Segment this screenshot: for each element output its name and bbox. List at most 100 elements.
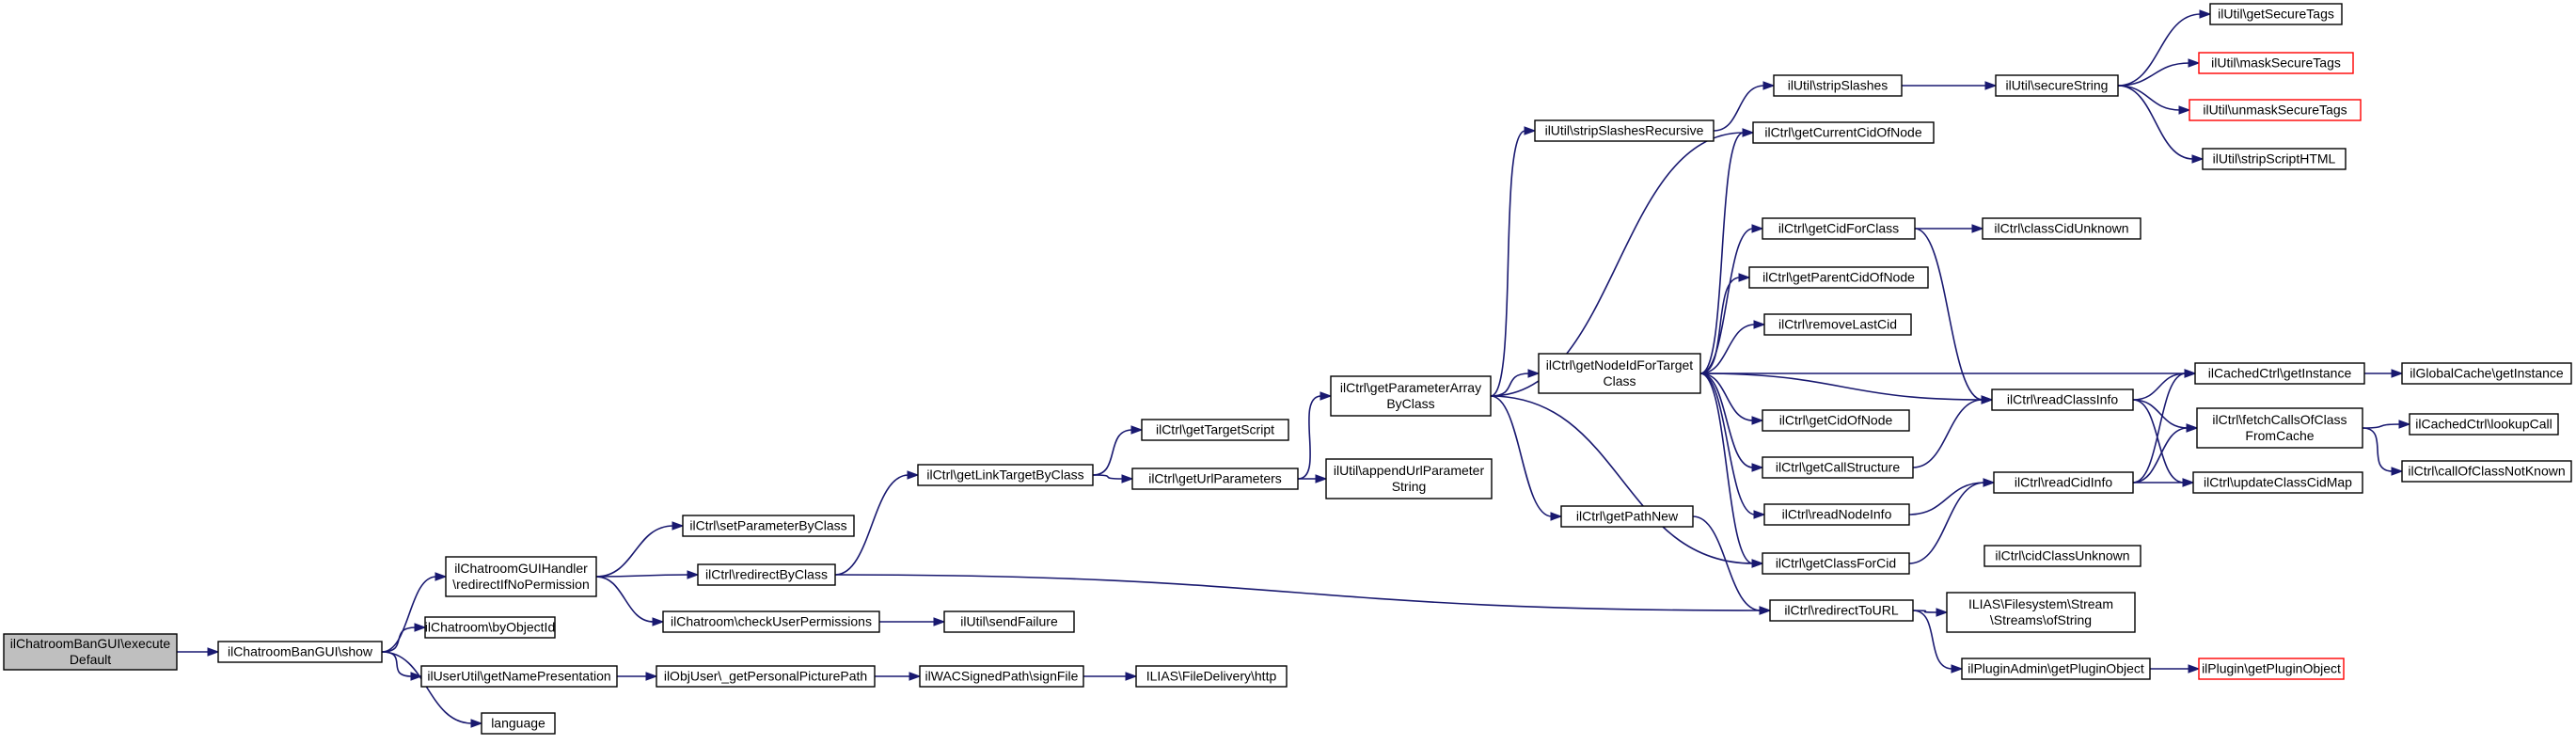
node-ilctrl-cidclassunknown[interactable]: ilCtrl\cidClassUnknown <box>1983 545 2141 567</box>
node-label: ilUtil\sendFailure <box>960 614 1058 629</box>
node-box <box>2401 362 2572 385</box>
node-ilutil-stripslashesrecursive[interactable]: ilUtil\stripSlashesRecursive <box>1534 119 1715 142</box>
node-ilctrl-getpathnew[interactable]: ilCtrl\getPathNew <box>1560 505 1694 528</box>
edge-arrowhead <box>2391 467 2404 476</box>
edge-n16-n20 <box>1490 395 1563 521</box>
edge-arrowhead <box>470 719 483 728</box>
edge-arrowhead <box>672 521 685 531</box>
edge-line <box>2117 85 2181 111</box>
edge-line <box>1912 399 1983 468</box>
edge-line <box>2117 62 2190 87</box>
node-box <box>1330 375 1492 417</box>
edge-arrowhead <box>2391 369 2404 378</box>
node-ilutil-securestring[interactable]: ilUtil\secureString <box>1995 74 2119 97</box>
edge-line <box>595 576 655 623</box>
node-ilctrl-getcidofnode[interactable]: ilCtrl\getCidOfNode <box>1762 409 1910 432</box>
edge-n31-n38 <box>2117 9 2212 87</box>
edge-line <box>1914 228 1983 401</box>
node-ilctrl-getcurrentcidofnode[interactable]: ilCtrl\getCurrentCidOfNode <box>1752 121 1935 144</box>
node-ilctrl-getcallstructure[interactable]: ilCtrl\getCallStructure <box>1762 456 1914 479</box>
node-ilcachedctrl-lookupcall[interactable]: ilCachedCtrl\lookupCall <box>2409 413 2559 436</box>
node-ilchatroom-checkuserpermissions[interactable]: ilChatroom\checkUserPermissions <box>662 610 880 633</box>
node-ilplugin-getpluginobject[interactable]: ilPlugin\getPluginObject <box>2198 658 2345 680</box>
edge-arrowhead <box>1984 81 1998 90</box>
edge-line <box>381 626 417 653</box>
node-ilctrl-getlinktargetbyclass[interactable]: ilCtrl\getLinkTargetByClass <box>917 464 1094 486</box>
edge-n42-n46 <box>2364 369 2404 378</box>
edge-arrowhead <box>1751 559 1764 568</box>
node-label: ilCtrl\getLinkTargetByClass <box>926 468 1083 483</box>
node-label: ilCtrl\cidClassUnknown <box>1995 548 2129 563</box>
edge-line <box>1912 610 1938 613</box>
node-ilutil-unmasksecuretags[interactable]: ilUtil\unmaskSecureTags <box>2189 99 2362 121</box>
node-ilctrl-removelastcid[interactable]: ilCtrl\removeLastCid <box>1763 313 1912 336</box>
node-ilutil-stripscripthtml[interactable]: ilUtil\stripScriptHTML <box>2202 148 2347 170</box>
node-ilchatroombangui-show[interactable]: ilChatroomBanGUI\show <box>217 641 383 663</box>
node-ilctrl-classcidunknown[interactable]: ilCtrl\classCidUnknown <box>1982 217 2141 240</box>
node-ilctrl-readnodeinfo[interactable]: ilCtrl\readNodeInfo <box>1763 503 1910 526</box>
node-ilctrl-getcidforclass[interactable]: ilCtrl\getCidForClass <box>1762 217 1916 240</box>
edge-n29-n34 <box>1908 478 1996 564</box>
edge-n34-n44 <box>2133 478 2195 487</box>
node-ilctrl-readclassinfo[interactable]: ilCtrl\readClassInfo <box>1991 388 2134 411</box>
edge-n37-n45 <box>2150 664 2201 674</box>
node-ilctrl-readcidinfo[interactable]: ilCtrl\readCidInfo <box>1993 471 2134 494</box>
edge-n1-n2 <box>381 572 448 653</box>
node-ilpluginadmin-getpluginobject[interactable]: ilPluginAdmin\getPluginObject <box>1961 658 2151 680</box>
node-label: ilCtrl\getCurrentCidOfNode <box>1764 125 1921 140</box>
node-box <box>2194 362 2365 385</box>
node-label: ilUtil\appendUrlParameter <box>1334 463 1485 478</box>
edge-arrowhead <box>1130 425 1144 435</box>
node-language[interactable]: language <box>481 712 556 735</box>
edge-line <box>595 525 674 578</box>
node-ilctrl-setparameterbyclass[interactable]: ilCtrl\setParameterByClass <box>682 515 855 537</box>
node-ilctrl-redirecttourl[interactable]: ilCtrl\redirectToURL <box>1769 599 1914 622</box>
edge-line <box>1490 395 1553 517</box>
node-ilutil-stripslashes[interactable]: ilUtil\stripSlashes <box>1773 74 1903 97</box>
node-ilglobalcache-getinstance[interactable]: ilGlobalCache\getInstance <box>2401 362 2572 385</box>
node-box <box>2198 658 2345 680</box>
node-ilias-filedelivery-http[interactable]: ILIAS\FileDelivery\http <box>1135 665 1288 688</box>
node-label: ilCtrl\getClassForCid <box>1776 556 1896 571</box>
node-ilias-filesystem-stream-streams-ofstring[interactable]: ILIAS\Filesystem\Stream\Streams\ofString <box>1946 592 2136 633</box>
node-ilctrl-getparentcidofnode[interactable]: ilCtrl\getParentCidOfNode <box>1748 266 1929 289</box>
edge-arrowhead <box>1320 391 1333 401</box>
node-ilcachedctrl-getinstance[interactable]: ilCachedCtrl\getInstance <box>2194 362 2365 385</box>
node-label: ByClass <box>1386 396 1434 411</box>
node-label: ilUtil\stripScriptHTML <box>2213 151 2336 166</box>
node-ilchatroomguihandler-redirectifnopermission[interactable]: ilChatroomGUIHandler\redirectIfNoPermiss… <box>445 556 597 597</box>
edge-arrowhead <box>1753 320 1766 329</box>
node-ilctrl-geturlparameters[interactable]: ilCtrl\getUrlParameters <box>1131 468 1299 490</box>
node-ilwacsignedpath-signfile[interactable]: ilWACSignedPath\signFile <box>919 665 1084 688</box>
node-ilutil-masksecuretags[interactable]: ilUtil\maskSecureTags <box>2198 52 2354 74</box>
node-ilutil-sendfailure[interactable]: ilUtil\sendFailure <box>943 610 1075 633</box>
node-ilctrl-updateclasscidmap[interactable]: ilCtrl\updateClassCidMap <box>2192 471 2363 494</box>
node-label: ilGlobalCache\getInstance <box>2410 366 2564 381</box>
node-label: ilCtrl\removeLastCid <box>1778 317 1897 332</box>
edge-arrowhead <box>1759 606 1772 615</box>
edge-arrowhead <box>652 617 665 626</box>
node-ilobjuser-getpersonalpicturepath[interactable]: ilObjUser\_getPersonalPicturePath <box>656 665 876 688</box>
node-ilctrl-callofclassnotknown[interactable]: ilCtrl\callOfClassNotKnown <box>2401 460 2572 483</box>
node-ilutil-getsecuretags[interactable]: ilUtil\getSecureTags <box>2209 3 2343 25</box>
node-ilctrl-redirectbyclass[interactable]: ilCtrl\redirectByClass <box>697 563 836 586</box>
node-ilctrl-gettargetscript[interactable]: ilCtrl\getTargetScript <box>1141 419 1289 441</box>
edge-n31-n41 <box>2117 85 2205 164</box>
node-label: ilCtrl\getCidForClass <box>1778 221 1899 236</box>
node-ilctrl-getclassforcid[interactable]: ilCtrl\getClassForCid <box>1762 552 1910 575</box>
node-ilchatroom-byobjectid[interactable]: ilChatroom\byObjectId <box>424 616 556 639</box>
node-label: ilCtrl\getParentCidOfNode <box>1762 270 1915 285</box>
edge-n23-n33 <box>1914 228 1994 404</box>
edge-n16-n18 <box>1490 126 1537 397</box>
edge-n30-n36 <box>1912 608 1949 617</box>
node-box <box>1135 665 1288 688</box>
node-box <box>424 616 556 639</box>
node-label: ILIAS\FileDelivery\http <box>1146 669 1277 684</box>
node-iluserutil-getnamepresentation[interactable]: ilUserUtil\getNamePresentation <box>420 665 618 688</box>
node-label: ilPlugin\getPluginObject <box>2202 661 2341 676</box>
